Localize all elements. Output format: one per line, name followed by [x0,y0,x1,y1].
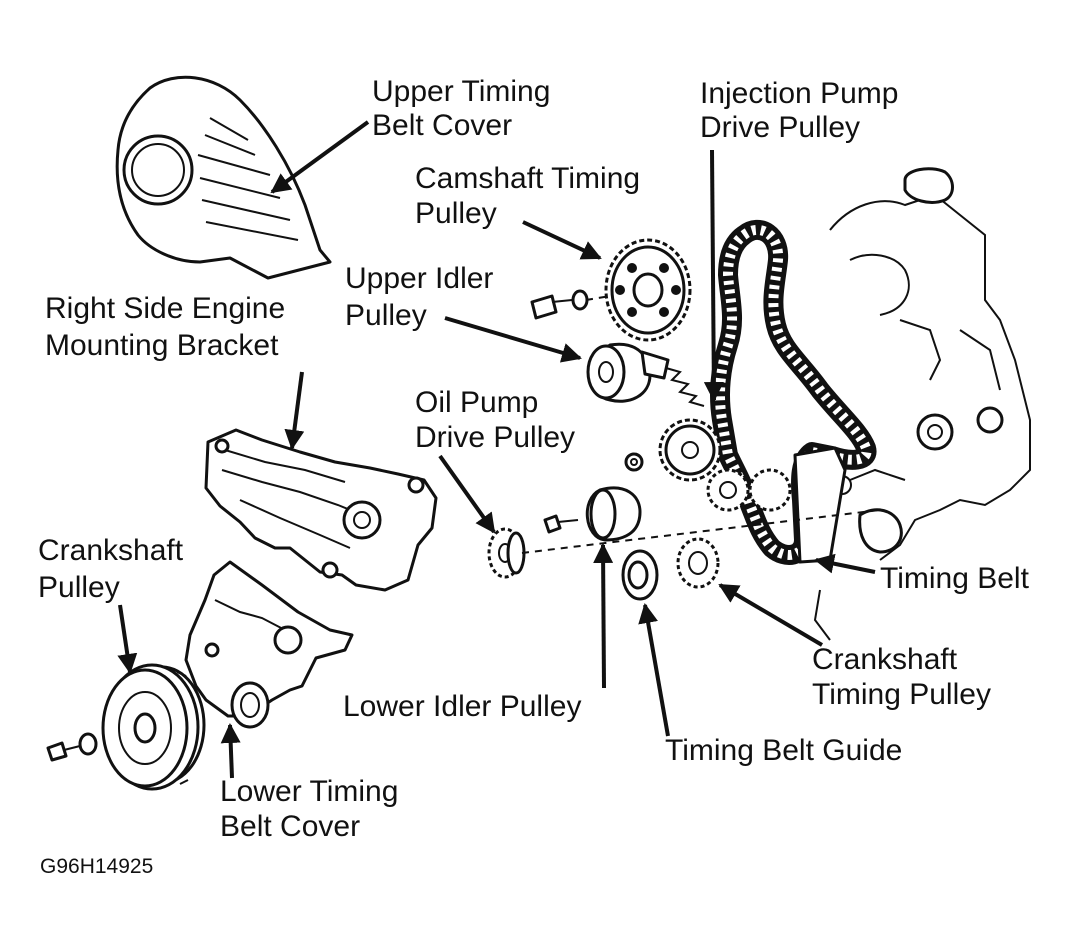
figure-code: G96H14925 [40,855,153,878]
crankshaft-bolt [46,732,98,762]
label-timing-belt-guide: Timing Belt Guide [665,734,902,767]
leader-timing-belt [814,553,876,574]
label-camshaft-timing-pulley: Camshaft Timing Pulley [415,162,648,230]
idler-bolt [543,452,644,534]
leader-lower-timing-belt-cover [220,723,241,779]
leader-right-side-engine-bracket [284,371,305,450]
timing-belt-guide [621,549,659,601]
label-timing-belt: Timing Belt [880,562,1030,595]
leader-crankshaft-pulley [117,604,138,674]
label-crankshaft-timing-pulley: Crankshaft Timing Pulley [812,643,991,711]
label-upper-idler-pulley: Upper Idler Pulley [345,262,502,332]
label-oil-pump-drive-pulley: Oil Pump Drive Pulley [415,386,575,454]
upper-idler-pulley [586,342,705,407]
lower-idler-pulley [585,486,642,542]
lower-timing-belt-cover [184,560,354,729]
crankshaft-timing-pulley [676,537,720,589]
label-lower-idler-pulley: Lower Idler Pulley [343,690,581,723]
right-side-engine-mounting-bracket [204,428,438,592]
callout-labels: Upper Timing Belt Cover Injection Pump D… [38,75,1030,878]
leader-upper-idler-pulley [444,316,582,363]
leader-oil-pump-drive-pulley [438,454,496,534]
crankshaft-pulley [101,663,206,791]
camshaft-bolt [530,289,611,320]
label-lower-timing-belt-cover: Lower Timing Belt Cover [220,775,407,843]
leader-injection-pump-drive-pulley [703,149,724,402]
timing-belt [710,220,877,565]
label-upper-timing-belt-cover: Upper Timing Belt Cover [372,75,559,142]
camshaft-timing-pulley [604,238,692,342]
leader-crankshaft-timing-pulley [718,583,824,647]
crankshaft-centerline [521,509,881,554]
label-right-side-engine-mounting-bracket: Right Side Engine Mounting Bracket [45,292,294,362]
leader-upper-timing-belt-cover [270,120,370,194]
leader-lower-idler-pulley [593,543,614,689]
upper-timing-belt-cover [115,75,332,280]
engine-block [813,167,1031,641]
leader-timing-belt-guide [638,603,670,737]
label-injection-pump-drive-pulley: Injection Pump Drive Pulley [700,77,907,144]
oil-pump-drive-pulley [487,527,526,579]
label-crankshaft-pulley: Crankshaft Pulley [38,534,191,604]
injection-pump-drive-pulley [658,418,792,512]
leader-arrows [117,120,876,779]
leader-camshaft-timing-pulley [522,220,602,260]
